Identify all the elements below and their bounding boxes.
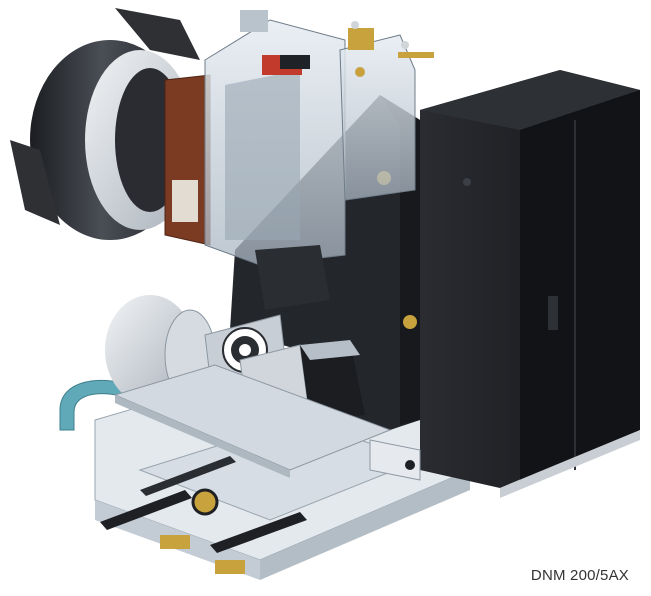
spindle-head	[204, 10, 346, 310]
electrical-cabinet	[420, 70, 640, 498]
coolant-fittings	[351, 21, 409, 49]
column-top-cover	[339, 28, 434, 201]
model-caption: DNM 200/5AX	[530, 567, 629, 584]
machine-table	[113, 364, 421, 516]
linear-guides	[100, 456, 307, 553]
magazine-door-panel	[164, 74, 211, 246]
